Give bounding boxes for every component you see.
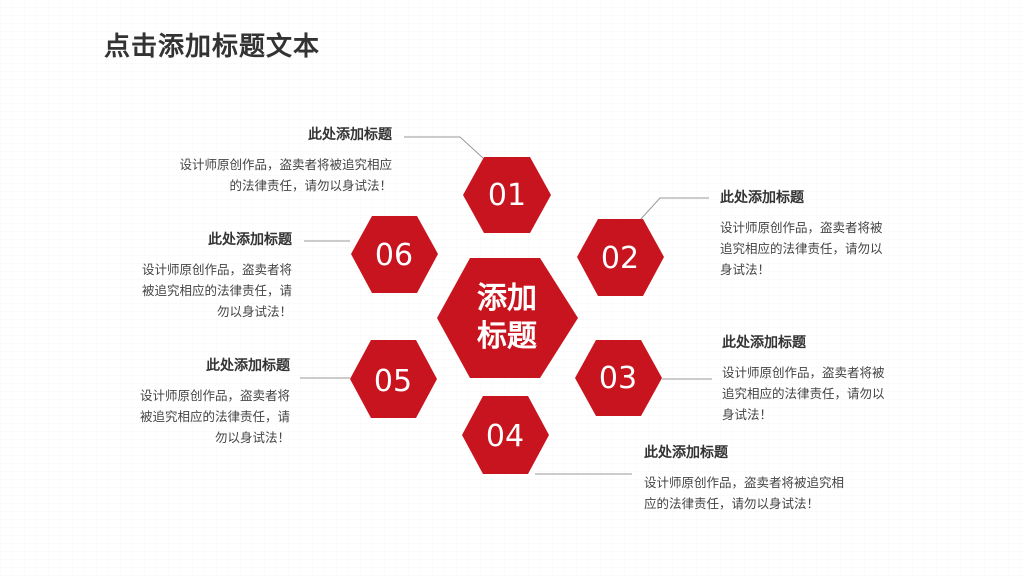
item-01-body: 设计师原创作品，盗卖者将被追究相应 的法律责任，请勿以身试法！ [140, 154, 392, 196]
item-04-heading: 此处添加标题 [644, 445, 728, 461]
item-01-body-line: 的法律责任，请勿以身试法！ [229, 178, 392, 193]
item-04-body: 设计师原创作品，盗卖者将被追究相 应的法律责任，请勿以身试法！ [644, 472, 884, 514]
hexagon-03-label: 03 [599, 361, 637, 396]
item-02-body-line: 身试法！ [720, 262, 771, 277]
connector-01 [404, 136, 484, 159]
item-02-heading: 此处添加标题 [720, 190, 804, 206]
item-05-body-line: 被追究相应的法律责任，请 [139, 409, 290, 424]
item-03-heading: 此处添加标题 [722, 335, 806, 351]
center-label-line1: 添加 [477, 281, 537, 316]
item-03-text: 此处添加标题 设计师原创作品，盗卖者将被 追究相应的法律责任，请勿以 身试法！ [722, 332, 922, 425]
hexagon-04[interactable]: 04 [462, 396, 549, 474]
item-05-body: 设计师原创作品，盗卖者将 被追究相应的法律责任，请 勿以身试法！ [100, 385, 290, 448]
hexagon-05-label: 05 [374, 364, 412, 399]
item-03-body-line: 设计师原创作品，盗卖者将被 [722, 365, 885, 380]
item-06-body-line: 勿以身试法！ [216, 304, 292, 319]
hexagon-06-label: 06 [375, 238, 413, 273]
item-04-text: 此处添加标题 设计师原创作品，盗卖者将被追究相 应的法律责任，请勿以身试法！ [644, 442, 884, 514]
item-02-body-line: 设计师原创作品，盗卖者将被 [720, 220, 883, 235]
item-06-body-line: 被追究相应的法律责任，请 [141, 283, 292, 298]
item-04-body-line: 应的法律责任，请勿以身试法！ [644, 496, 820, 511]
item-01-text: 此处添加标题 设计师原创作品，盗卖者将被追究相应 的法律责任，请勿以身试法！ [140, 124, 392, 196]
center-label-line2: 标题 [477, 319, 537, 354]
item-03-body-line: 追究相应的法律责任，请勿以 [722, 386, 885, 401]
hexagon-06[interactable]: 06 [351, 216, 438, 293]
item-04-body-line: 设计师原创作品，盗卖者将被追究相 [644, 475, 845, 490]
item-02-text: 此处添加标题 设计师原创作品，盗卖者将被 追究相应的法律责任，请勿以 身试法！ [720, 187, 920, 280]
item-05-body-line: 勿以身试法！ [214, 430, 290, 445]
hexagon-02-label: 02 [601, 241, 639, 276]
item-06-text: 此处添加标题 设计师原创作品，盗卖者将 被追究相应的法律责任，请 勿以身试法！ [100, 229, 292, 322]
item-06-body: 设计师原创作品，盗卖者将 被追究相应的法律责任，请 勿以身试法！ [100, 259, 292, 322]
item-01-body-line: 设计师原创作品，盗卖者将被追究相应 [179, 157, 392, 172]
item-03-body: 设计师原创作品，盗卖者将被 追究相应的法律责任，请勿以 身试法！ [722, 362, 922, 425]
page-title: 点击添加标题文本 [104, 32, 321, 62]
hexagon-04-label: 04 [486, 419, 524, 454]
item-03-body-line: 身试法！ [722, 407, 773, 422]
hexagon-02[interactable]: 02 [577, 219, 664, 296]
connector-02 [639, 197, 709, 221]
center-hexagon[interactable]: 添加 标题 [437, 258, 578, 378]
item-05-body-line: 设计师原创作品，盗卖者将 [139, 388, 290, 403]
hexagon-05[interactable]: 05 [350, 340, 437, 418]
item-05-heading: 此处添加标题 [206, 358, 290, 374]
hexagon-03[interactable]: 03 [575, 340, 662, 416]
item-05-text: 此处添加标题 设计师原创作品，盗卖者将 被追究相应的法律责任，请 勿以身试法！ [100, 355, 290, 448]
item-02-body-line: 追究相应的法律责任，请勿以 [720, 241, 883, 256]
item-01-heading: 此处添加标题 [308, 127, 392, 143]
connector-lines [300, 136, 712, 475]
hexagon-01-label: 01 [488, 178, 526, 213]
item-06-heading: 此处添加标题 [208, 232, 292, 248]
hexagon-01[interactable]: 01 [463, 157, 551, 233]
item-06-body-line: 设计师原创作品，盗卖者将 [141, 262, 292, 277]
item-02-body: 设计师原创作品，盗卖者将被 追究相应的法律责任，请勿以 身试法！ [720, 217, 920, 280]
